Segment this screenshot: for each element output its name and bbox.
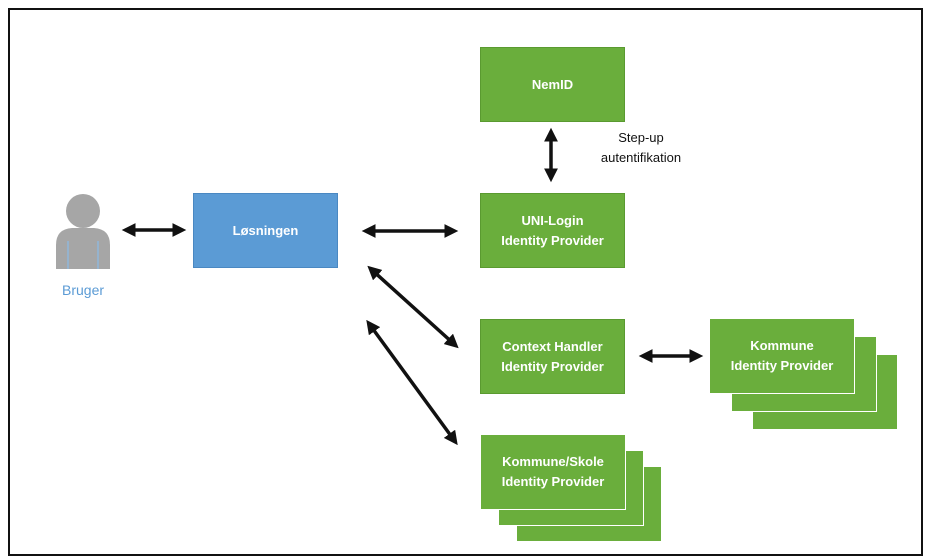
unilogin-line1: UNI-Login: [521, 212, 584, 228]
nemid-node: NemID: [480, 47, 625, 122]
unilogin-line2: Identity Provider: [501, 232, 604, 248]
kommune-node: Kommune Identity Provider: [709, 318, 855, 394]
kommune-line1: Kommune: [750, 338, 814, 353]
nemid-label: NemID: [531, 76, 574, 92]
stepup-label: Step-up autentifikation: [576, 128, 706, 168]
stepup-line1: Step-up: [618, 130, 664, 145]
losningen-label: Løsningen: [232, 222, 299, 238]
losningen-node: Løsningen: [193, 193, 338, 268]
context-line2: Identity Provider: [501, 358, 604, 374]
kommune-skole-node: Kommune/Skole Identity Provider: [480, 434, 626, 510]
kommune-skole-line2: Identity Provider: [501, 474, 605, 489]
diagram-frame: [8, 8, 923, 556]
arrow-losningen-context: [367, 265, 459, 349]
user-icon: [56, 194, 110, 269]
kommune-skole-line1: Kommune/Skole: [502, 454, 604, 469]
context-line1: Context Handler: [502, 338, 603, 354]
arrow-losningen-kommune-skole: [366, 319, 458, 446]
unilogin-node: UNI-Login Identity Provider: [480, 193, 625, 268]
kommune-line2: Identity Provider: [730, 358, 834, 373]
user-label: Bruger: [62, 282, 105, 298]
context-handler-node: Context Handler Identity Provider: [480, 319, 625, 394]
stepup-line2: autentifikation: [600, 150, 682, 165]
